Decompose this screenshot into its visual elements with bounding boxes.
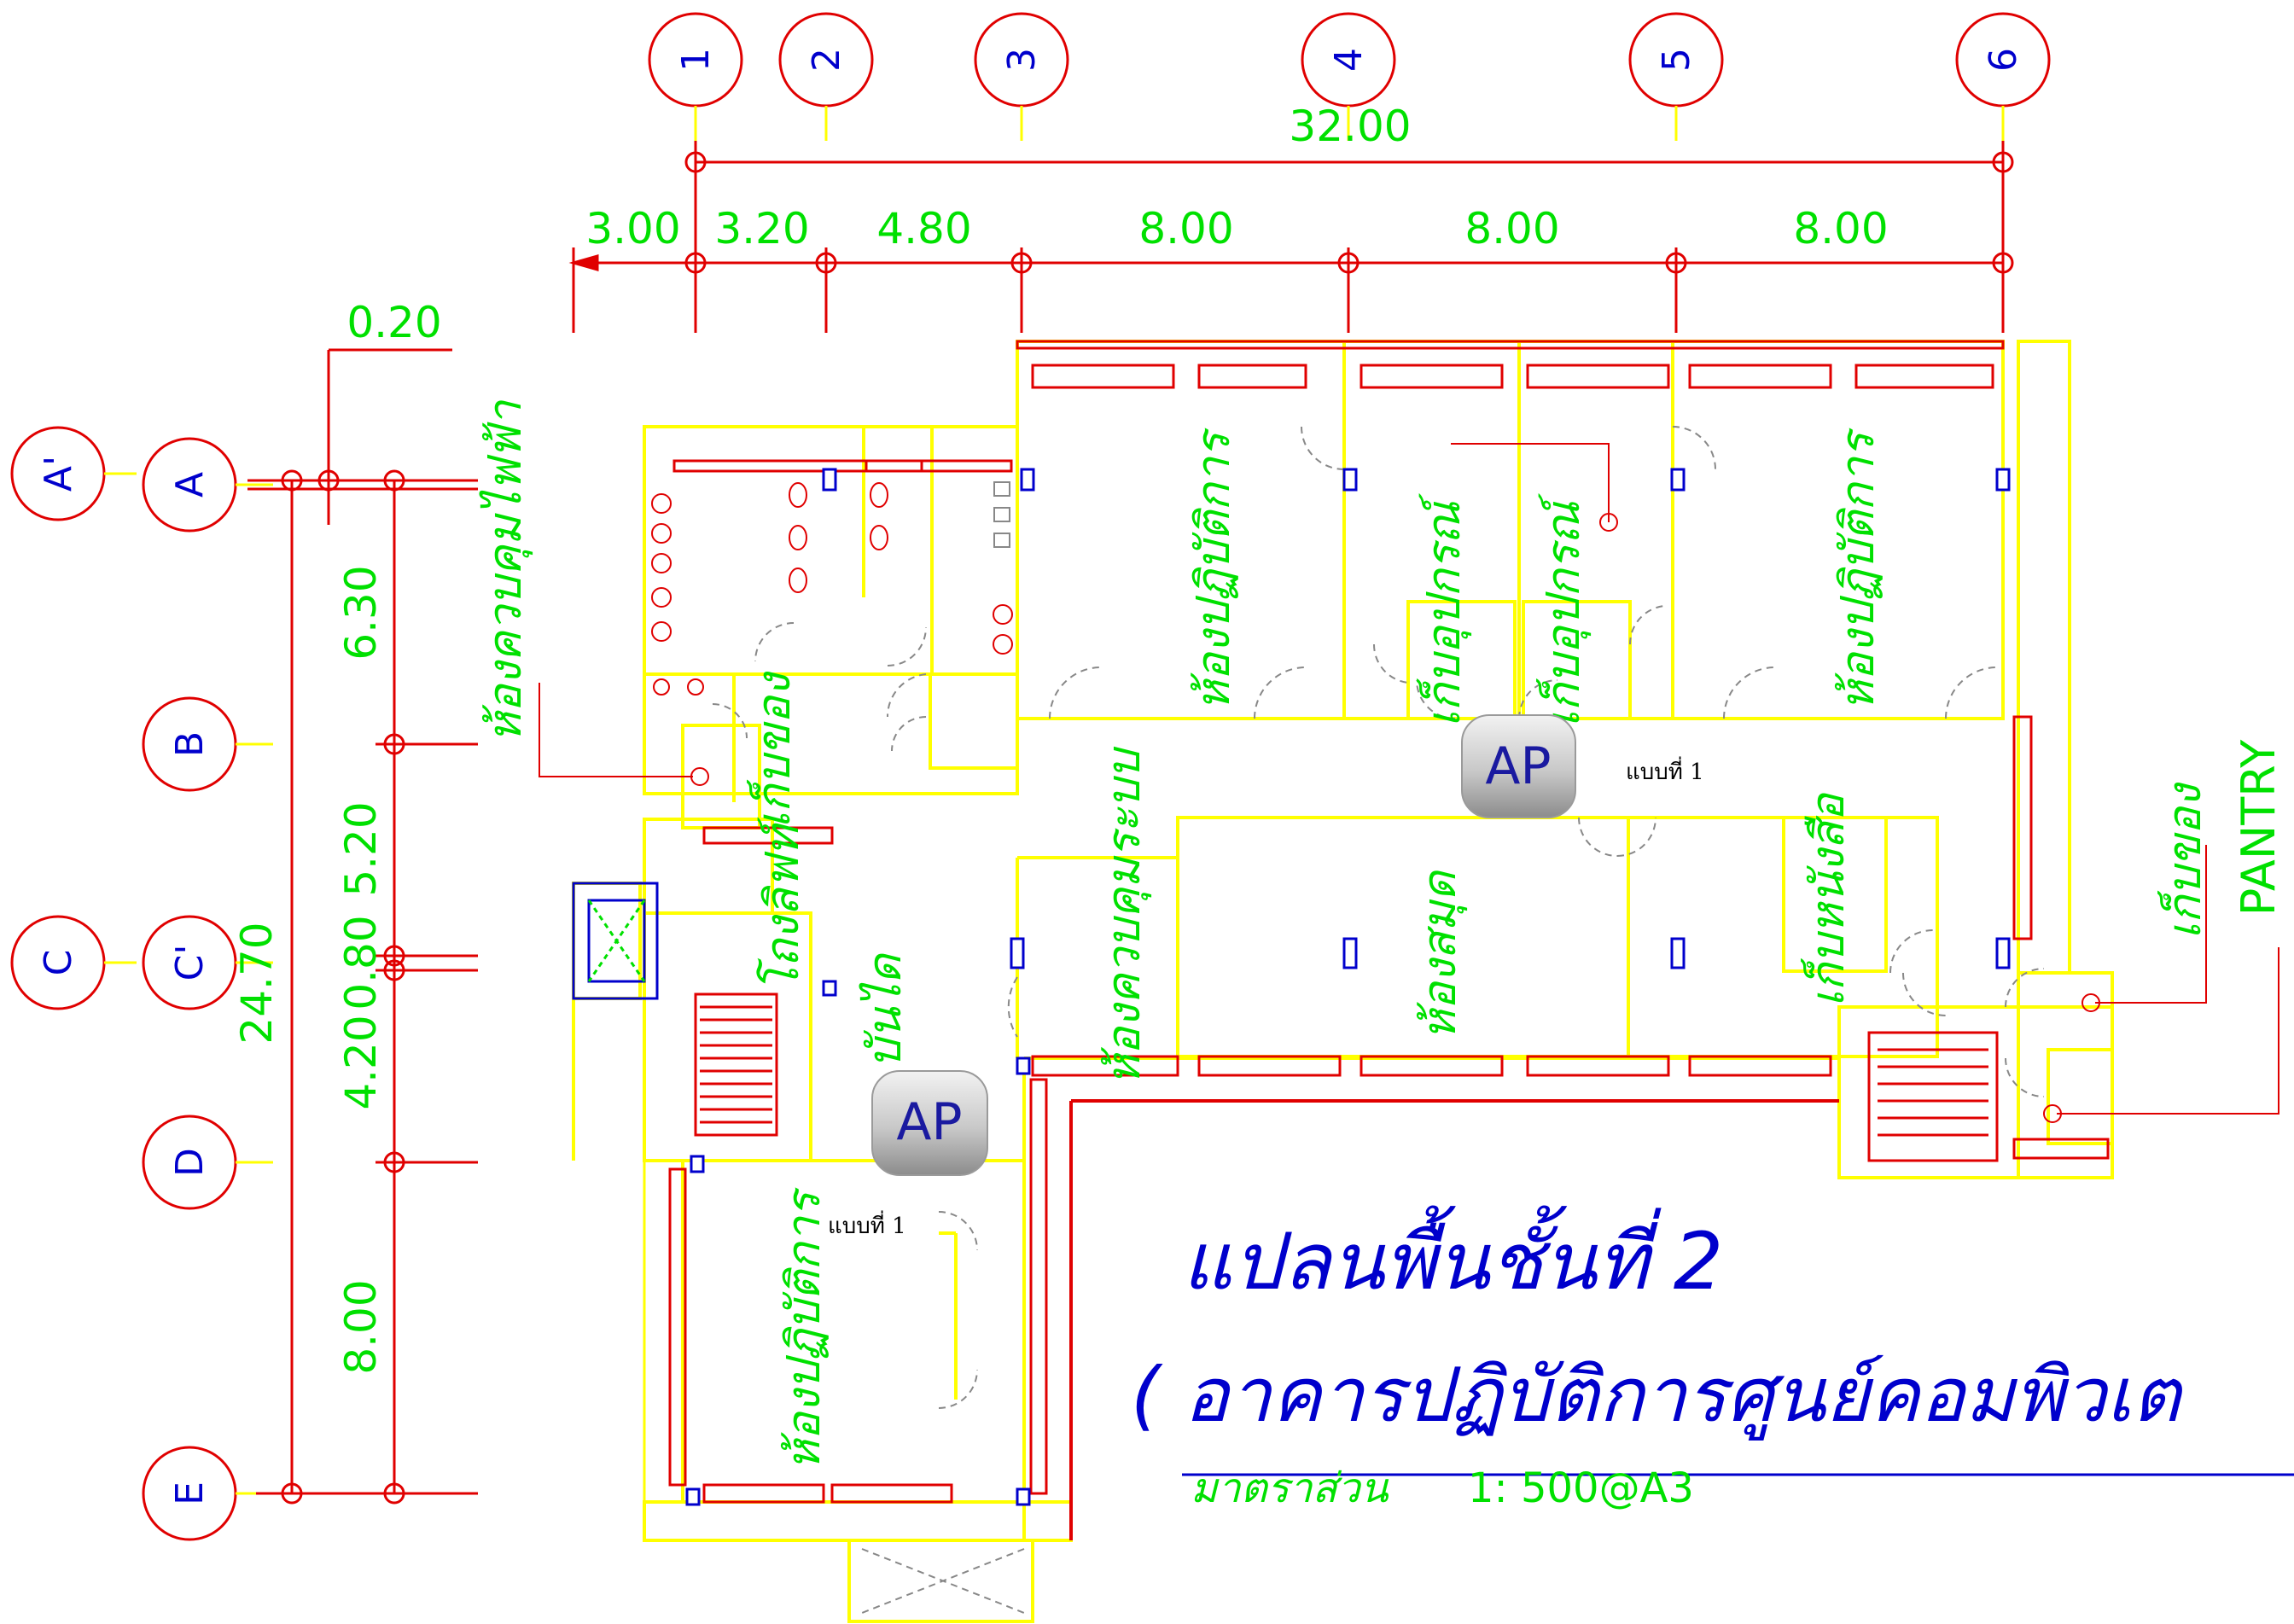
ap-1-label: AP	[1485, 736, 1551, 796]
dim-left-seg-5: 8.00	[336, 1279, 386, 1374]
grid-col-1: 1	[674, 48, 718, 72]
room-electrical-label: ห้องควบคุมไฟฟ้า	[478, 399, 533, 742]
ap-1-note: แบบที่ 1	[1626, 756, 1704, 785]
room-equip-a-label: เก็บอุปกรณ์	[1417, 492, 1472, 727]
room-lift-shaft-label: โถงลิฟท์	[755, 817, 809, 992]
ap-2-label: AP	[896, 1092, 962, 1152]
dim-top-seg-5: 8.00	[1464, 204, 1559, 253]
dim-top-seg-6: 8.00	[1793, 204, 1888, 253]
ap-2-note: แบบที่ 1	[828, 1210, 906, 1239]
dim-top-seg-1: 3.00	[585, 204, 680, 253]
dim-left-seg-4: 0.80	[336, 915, 386, 1010]
dim-top-seg-2: 3.20	[714, 204, 809, 253]
door-swings	[712, 426, 2045, 1409]
dim-left-seg-2: 5.20	[336, 801, 386, 896]
room-labels: ห้องควบคุมไฟฟ้า ห้องปฏิบัติการ เก็บอุปกร…	[478, 399, 2285, 1470]
left-dimension-values: 0.20 24.70 6.30 5.20 4.20 0.80 8.00	[232, 298, 442, 1375]
grid-row-e: E	[168, 1481, 212, 1505]
room-system-control-label: ห้องควบคุมระบบ	[1097, 747, 1152, 1086]
wifi-ap-icon	[871, 1070, 988, 1176]
structural-columns	[685, 468, 2011, 1506]
left-dimension-lines	[247, 348, 478, 1505]
column-grid	[648, 12, 2051, 141]
dim-top-seg-3: 4.80	[876, 204, 971, 253]
plan-subtitle: ( อาคารปฏิบัติการศูนย์คอมพิวเต	[1131, 1351, 2184, 1441]
scale-label: มาตราส่วน	[1191, 1464, 1389, 1512]
grid-col-4: 4	[1327, 48, 1371, 72]
dim-overall-width: 32.00	[1289, 102, 1411, 151]
row-grid-labels: A' A B C C' D E	[37, 456, 212, 1505]
top-dimension-lines	[568, 141, 2014, 333]
grid-row-c-prime: C'	[168, 945, 212, 981]
grid-row-b: B	[168, 731, 212, 757]
grid-col-2: 2	[805, 48, 848, 72]
dim-top-seg-4: 8.00	[1138, 204, 1233, 253]
room-library-label: ห้องสมุด	[1412, 869, 1468, 1040]
grid-col-3: 3	[1000, 48, 1044, 72]
wifi-ap-icon	[1461, 714, 1576, 818]
room-lab-top-right-label: ห้องปฏิบัติการ	[1831, 428, 1884, 711]
leader-lines	[539, 443, 2279, 1123]
dim-left-seg-1: 6.30	[336, 565, 386, 660]
grid-row-c: C	[37, 950, 80, 976]
grid-col-5: 5	[1655, 48, 1698, 72]
red-wall-panels	[668, 340, 2110, 1504]
grid-row-d: D	[168, 1148, 212, 1177]
title-block: แปลนพื้นชั้นที่ 2 ( อาคารปฏิบัติการศูนย์…	[1131, 1205, 2294, 1512]
plan-title: แปลนพื้นชั้นที่ 2	[1182, 1205, 1723, 1307]
scale-value: 1: 500@A3	[1468, 1464, 1694, 1512]
room-lab-top-left-label: ห้องปฏิบัติการ	[1186, 428, 1240, 711]
room-pantry-label: PANTRY	[2232, 739, 2285, 916]
column-grid-labels: 1 2 3 4 5 6	[674, 48, 2025, 72]
room-equip-b-label: เก็บอุปกรณ์	[1536, 492, 1592, 727]
dim-overall-depth: 24.70	[232, 922, 282, 1044]
dim-left-seg-3: 4.20	[336, 1015, 386, 1109]
access-point-2[interactable]: AP แบบที่ 1	[828, 1070, 988, 1239]
room-stair-label: บันได	[858, 952, 911, 1068]
grid-row-a-prime: A'	[37, 456, 80, 492]
access-point-1[interactable]: AP แบบที่ 1	[1461, 714, 1704, 818]
room-storage-pantry-label: เก็บของ	[2157, 782, 2211, 940]
grid-col-6: 6	[1982, 48, 2025, 72]
grid-row-a: A	[168, 472, 212, 498]
room-bookshelf-label: เก็บหนังสือ	[1801, 792, 1854, 1007]
lift-shaft	[572, 882, 659, 1000]
room-lab-bottom-label: ห้องปฏิบัติการ	[777, 1187, 830, 1470]
dim-offset: 0.20	[346, 298, 441, 347]
row-grid	[10, 426, 273, 1541]
top-dimension-values: 32.00 3.00 3.20 4.80 8.00 8.00 8.00	[585, 102, 1888, 253]
room-storage-small-label: เก็บของ	[747, 671, 801, 829]
toilet-fixtures	[651, 481, 1013, 696]
building-walls	[572, 340, 2114, 1623]
